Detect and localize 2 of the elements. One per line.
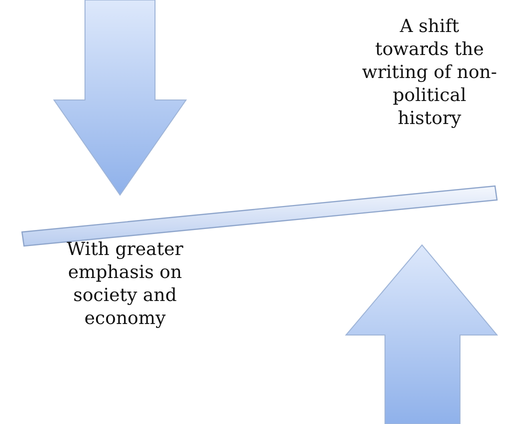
note-text: A shift towards the writing of non-political history bbox=[362, 15, 497, 130]
note-text: With greater emphasis on society and economy bbox=[66, 238, 184, 330]
